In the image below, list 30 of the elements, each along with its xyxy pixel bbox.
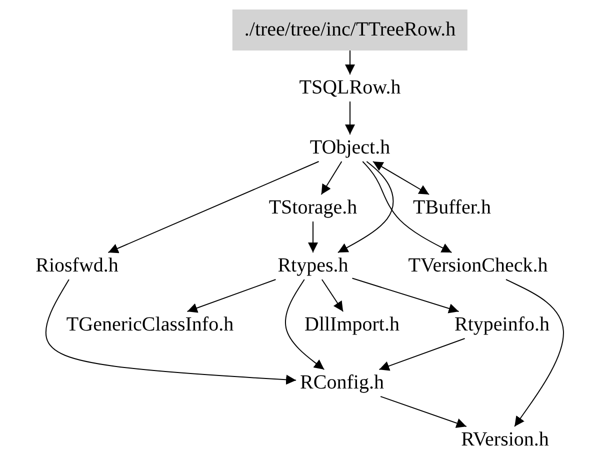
include-arrow	[320, 161, 342, 195]
include-arrow	[372, 161, 430, 195]
include-arrow	[285, 279, 325, 370]
file-name: Riosfwd.h	[36, 254, 118, 276]
include-arrow	[45, 279, 297, 385]
file-name: TBuffer.h	[413, 196, 491, 218]
file-name: TStorage.h	[268, 196, 358, 218]
file-name: TObject.h	[310, 136, 390, 158]
file-name: TGenericClassInfo.h	[66, 314, 234, 336]
include-arrow	[506, 279, 564, 427]
include-arrow	[337, 161, 394, 253]
file-name: TVersionCheck.h	[408, 254, 548, 276]
include-arrow	[345, 101, 355, 135]
include-arrow	[108, 161, 320, 254]
file-name: Rtypeinfo.h	[454, 314, 550, 336]
include-arrow	[378, 338, 466, 371]
include-arrow	[308, 221, 318, 253]
file-name: RConfig.h	[300, 372, 384, 394]
file-name: DllImport.h	[304, 314, 400, 336]
include-arrow	[352, 278, 460, 314]
root-file-box	[232, 10, 468, 50]
include-arrow	[186, 279, 276, 313]
include-arrow	[380, 396, 467, 428]
include-arrow	[362, 161, 452, 253]
file-name: TSQLRow.h	[299, 76, 401, 98]
file-name: RVersion.h	[461, 428, 549, 450]
file-name: ./tree/tree/inc/TTreeRow.h	[244, 18, 456, 40]
include-arrow	[321, 279, 344, 312]
file-name: Rtypes.h	[278, 254, 348, 276]
include-arrow	[345, 50, 355, 75]
